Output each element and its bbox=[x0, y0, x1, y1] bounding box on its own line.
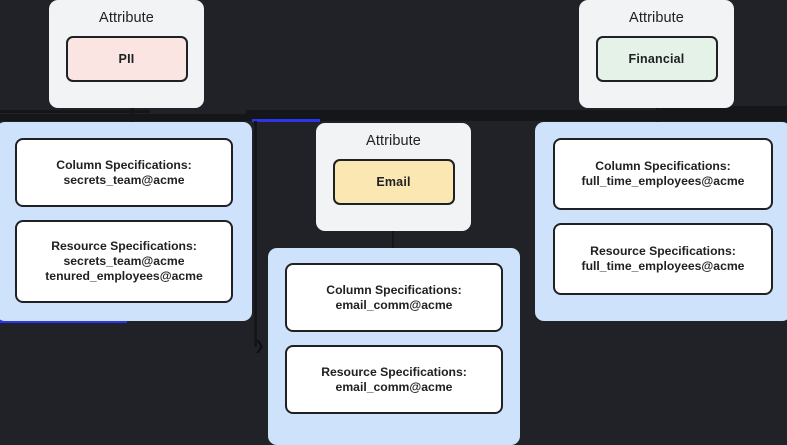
edge-pii-vertical-drop bbox=[131, 106, 134, 122]
attribute-card-email[interactable]: Attribute Email bbox=[316, 123, 471, 231]
spec-box-column-specifications[interactable]: Column Specifications: full_time_employe… bbox=[553, 138, 773, 210]
attribute-card-financial[interactable]: Attribute Financial bbox=[579, 0, 734, 108]
spec-panel-email[interactable]: Column Specifications: email_comm@acme R… bbox=[268, 248, 520, 445]
spec-panel-pii[interactable]: Column Specifications: secrets_team@acme… bbox=[0, 122, 252, 321]
spec-box-resource-specifications[interactable]: Resource Specifications: full_time_emplo… bbox=[553, 223, 773, 295]
edge-pii-horizontal-band bbox=[0, 114, 246, 121]
attribute-card-title: Attribute bbox=[629, 10, 684, 26]
spec-panel-financial[interactable]: Column Specifications: full_time_employe… bbox=[535, 122, 787, 321]
attribute-chip-email[interactable]: Email bbox=[332, 159, 455, 205]
edge-right-upper-rail bbox=[660, 106, 787, 110]
edge-left-column-rail bbox=[254, 121, 257, 347]
edge-right-horizontal-bus bbox=[470, 114, 787, 118]
attribute-chip-financial[interactable]: Financial bbox=[595, 36, 718, 82]
edge-financial-vertical-drop bbox=[656, 104, 659, 122]
attribute-card-title: Attribute bbox=[99, 10, 154, 26]
attribute-card-pii[interactable]: Attribute PII bbox=[49, 0, 204, 108]
edge-pii-horizontal-top bbox=[0, 110, 150, 113]
edge-highlight-center-top bbox=[252, 119, 320, 122]
spec-box-column-specifications[interactable]: Column Specifications: email_comm@acme bbox=[285, 263, 503, 332]
spec-box-resource-specifications[interactable]: Resource Specifications: email_comm@acme bbox=[285, 345, 503, 414]
spec-box-column-specifications[interactable]: Column Specifications: secrets_team@acme bbox=[15, 138, 233, 207]
attribute-chip-pii[interactable]: PII bbox=[65, 36, 188, 82]
attribute-card-title: Attribute bbox=[366, 133, 421, 149]
spec-box-resource-specifications[interactable]: Resource Specifications: secrets_team@ac… bbox=[15, 220, 233, 303]
edge-highlight-pii-bottom bbox=[0, 320, 127, 323]
chevron-right-icon: ❯ bbox=[254, 339, 265, 354]
edge-email-vertical-drop bbox=[392, 230, 394, 250]
